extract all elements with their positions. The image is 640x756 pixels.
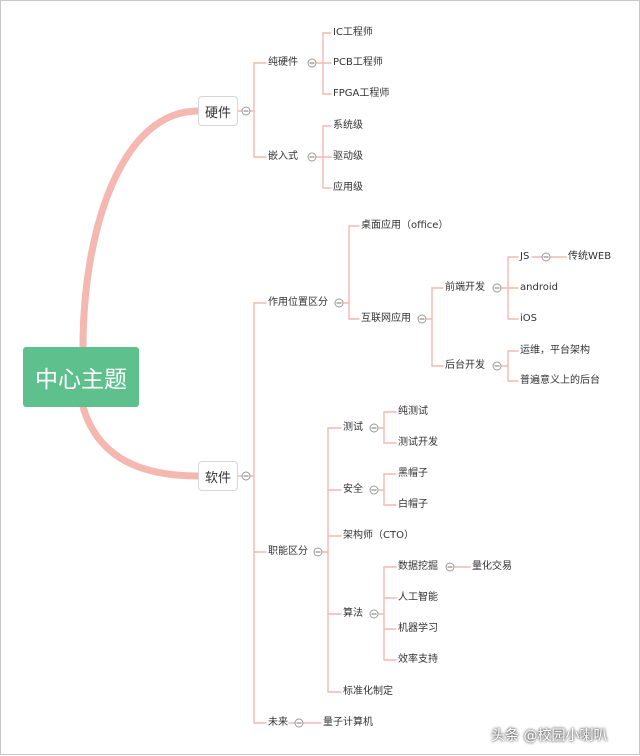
node-test-dev[interactable]: 测试开发 [398,437,438,448]
node-general-backend[interactable]: 普遍意义上的后台 [520,375,600,386]
root-topic[interactable]: 中心主题 [23,347,139,407]
node-quantum-computer[interactable]: 量子计算机 [323,717,373,728]
node-ic-engineer[interactable]: IC工程师 [333,27,373,38]
node-backend[interactable]: 后台开发 [445,360,485,371]
collapse-data-mining-icon[interactable] [445,562,455,572]
collapse-testing-icon[interactable] [369,423,379,433]
collapse-internet-app-icon[interactable] [417,314,427,324]
node-white-hat[interactable]: 白帽子 [398,499,428,510]
topic-hardware[interactable]: 硬件 [198,96,238,126]
node-pure-hardware[interactable]: 纯硬件 [268,57,298,68]
node-quant-trading[interactable]: 量化交易 [472,561,512,572]
node-app-level[interactable]: 应用级 [333,182,363,193]
collapse-by-function-icon[interactable] [313,547,323,557]
node-ios[interactable]: iOS [520,313,537,324]
node-ai[interactable]: 人工智能 [398,592,438,603]
node-security[interactable]: 安全 [343,484,363,495]
collapse-frontend-icon[interactable] [492,283,502,293]
collapse-software-icon[interactable] [241,471,251,481]
watermark: 头条 @校园小喇叭 [491,728,608,744]
collapse-algorithm-icon[interactable] [369,609,379,619]
node-system-level[interactable]: 系统级 [333,120,363,131]
node-js[interactable]: JS [520,251,530,262]
node-pure-testing[interactable]: 纯测试 [398,406,428,417]
node-algorithm[interactable]: 算法 [343,608,363,619]
node-desktop-app[interactable]: 桌面应用（office） [361,220,449,231]
node-frontend[interactable]: 前端开发 [445,282,485,293]
node-by-position[interactable]: 作用位置区分 [268,297,328,308]
collapse-future-icon[interactable] [294,718,304,728]
node-standardization[interactable]: 标准化制定 [343,686,393,697]
node-architect[interactable]: 架构师（CTO） [343,530,414,541]
node-black-hat[interactable]: 黑帽子 [398,468,428,479]
collapse-js-icon[interactable] [541,252,551,262]
node-driver-level[interactable]: 驱动级 [333,151,363,162]
node-android[interactable]: android [520,282,558,293]
node-machine-learning[interactable]: 机器学习 [398,623,438,634]
node-future[interactable]: 未来 [268,717,288,728]
node-fpga-engineer[interactable]: FPGA工程师 [333,88,390,99]
node-internet-app[interactable]: 互联网应用 [361,313,411,324]
node-data-mining[interactable]: 数据挖掘 [398,561,438,572]
node-pcb-engineer[interactable]: PCB工程师 [333,57,383,68]
node-traditional-web[interactable]: 传统WEB [568,251,612,262]
topic-software[interactable]: 软件 [198,461,238,491]
node-ops-platform[interactable]: 运维，平台架构 [520,345,590,356]
collapse-backend-icon[interactable] [492,361,502,371]
collapse-pure-hardware-icon[interactable] [307,58,317,68]
collapse-by-position-icon[interactable] [334,298,344,308]
node-efficiency-support[interactable]: 效率支持 [398,654,438,665]
node-embedded[interactable]: 嵌入式 [268,151,298,162]
node-testing[interactable]: 测试 [343,422,363,433]
collapse-hardware-icon[interactable] [241,106,251,116]
collapse-embedded-icon[interactable] [307,152,317,162]
node-by-function[interactable]: 职能区分 [268,546,308,557]
collapse-security-icon[interactable] [369,485,379,495]
